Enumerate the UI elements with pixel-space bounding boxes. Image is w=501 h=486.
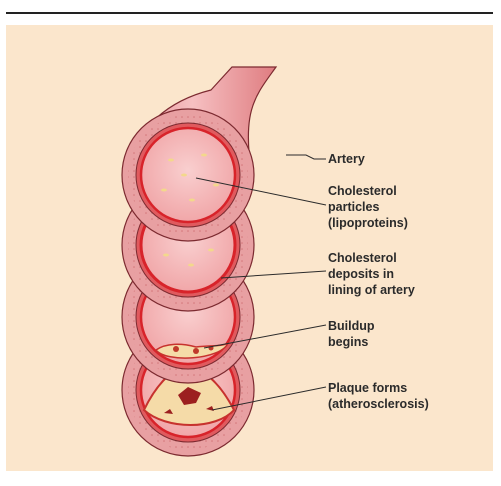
- diagram-panel: Artery Cholesterol particles (lipoprotei…: [6, 25, 493, 471]
- label-plaque: Plaque forms (atherosclerosis): [328, 380, 429, 412]
- cross-section-artery: [122, 109, 254, 241]
- label-cholesterol-deposits: Cholesterol deposits in lining of artery: [328, 250, 415, 298]
- top-rule: [6, 12, 493, 14]
- label-cholesterol-particles: Cholesterol particles (lipoproteins): [328, 183, 408, 231]
- label-buildup: Buildup begins: [328, 318, 375, 350]
- label-artery: Artery: [328, 151, 365, 167]
